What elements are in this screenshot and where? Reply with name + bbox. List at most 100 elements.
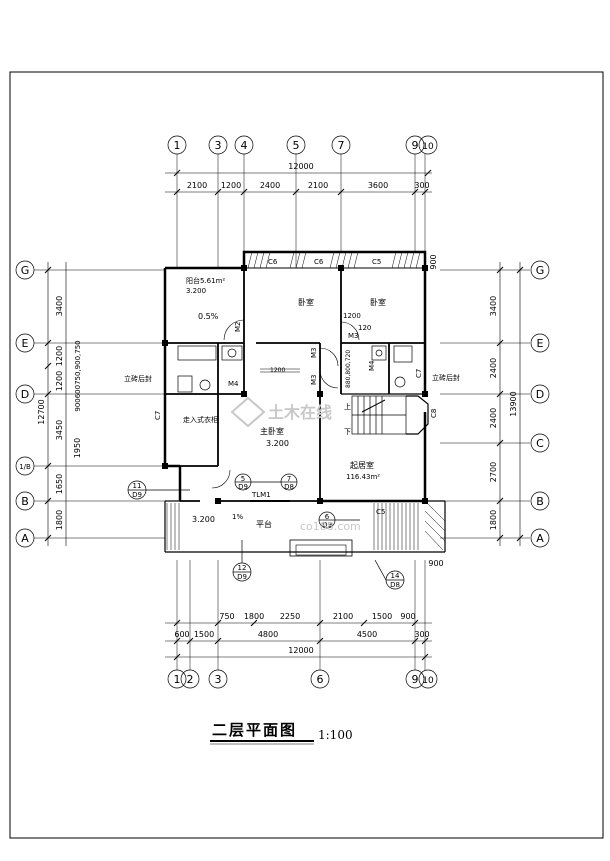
detail-14-num: 14 (391, 572, 400, 580)
dim-top-seg-1: 2100 (187, 181, 207, 190)
watermark-sub: co188.com (300, 520, 361, 533)
door-m3-c: M3 (348, 332, 359, 340)
bathroom-fixtures (177, 345, 413, 393)
room-bedroom-1: 卧室 (298, 297, 314, 307)
axis-bottom-6: 6 (317, 673, 324, 686)
detail-5-num: 5 (241, 475, 245, 483)
dim-left-2: 1200 (55, 346, 64, 366)
dim-bottom-inner-5: 1500 (372, 612, 392, 621)
dim-left-1: 3400 (55, 296, 64, 316)
room-balcony: 阳台5.61m² (186, 276, 225, 285)
room-terrace-slope: 1% (232, 513, 243, 521)
dim-left-5: 1950 (73, 438, 82, 458)
dim-left-total: 12700 (37, 399, 46, 424)
axis-top-4: 4 (241, 139, 248, 152)
axis-bubbles-bottom (167, 669, 438, 689)
axis-right-d: D (536, 388, 544, 401)
axis-left-b: B (21, 495, 29, 508)
dim-left-7: 1800 (55, 510, 64, 530)
axis-bottom-9: 9 (412, 673, 419, 686)
detail-12-sheet: D9 (237, 573, 247, 581)
dim-bottom-inner-2: 1800 (244, 612, 264, 621)
door-m2: M2 (234, 322, 242, 333)
stair-up-label: 上 (344, 402, 351, 411)
detail-callouts (127, 473, 405, 590)
dim-bottom-inner-3: 2250 (280, 612, 300, 621)
room-family-area: 116.43m² (346, 473, 380, 481)
axis-right-a: A (536, 532, 544, 545)
room-bedroom-2: 卧室 (370, 297, 386, 307)
window-c7-b: C7 (415, 369, 423, 378)
detail-6-num: 6 (325, 513, 330, 521)
axis-right-c: C (536, 437, 544, 450)
dim-bottom-mid-3: 4800 (258, 630, 278, 639)
window-c5-b: C5 (376, 508, 385, 516)
door-tlm1: TLM1 (251, 491, 271, 499)
watermark: 土木在线 co188.com (230, 396, 361, 533)
detail-7-sheet: D8 (284, 483, 294, 491)
dim-top-seg-3: 2400 (260, 181, 280, 190)
dim-bottom-inner-1: 750 (219, 612, 234, 621)
door-m4-a: M4 (228, 380, 239, 388)
room-terrace: 平台 (256, 519, 272, 529)
doors (211, 319, 360, 502)
dim-top-seg-5: 3600 (368, 181, 388, 190)
dim-bottom-inner-4: 2100 (333, 612, 353, 621)
note-brick-left: 立砖后封 (124, 374, 152, 383)
axis-bottom-3: 3 (215, 673, 222, 686)
axis-right-g: G (536, 264, 545, 277)
dimension-ticks (44, 169, 524, 661)
dim-1200-a: 1200 (343, 312, 361, 320)
axis-left-1b: 1/B (19, 463, 31, 471)
axis-top-10: 10 (422, 142, 434, 152)
dim-top-total: 12000 (288, 162, 313, 171)
room-family: 起居室 (350, 460, 374, 470)
axis-right-e: E (537, 337, 544, 350)
drawing-frame (9, 71, 604, 839)
dim-top-seg-6: 300 (414, 181, 429, 190)
dim-bottom-mid-2: 1500 (194, 630, 214, 639)
axis-top-1: 1 (174, 139, 181, 152)
axis-grid (34, 154, 530, 670)
axis-top-3: 3 (215, 139, 222, 152)
detail-6-sheet: D9 (322, 521, 332, 529)
axis-bottom-2: 2 (187, 673, 194, 686)
axis-bubbles-top (167, 135, 438, 155)
dim-top-seg-4: 2100 (308, 181, 328, 190)
window-c5-a: C5 (372, 258, 381, 266)
room-terrace-level: 3.200 (192, 515, 215, 524)
dim-right-total: 13900 (509, 391, 518, 416)
dimension-lines (47, 172, 521, 658)
dim-bottom-inner-6: 900 (400, 612, 415, 621)
dim-left-3: 1200 (55, 371, 64, 391)
room-master: 主卧室 (260, 426, 284, 436)
dim-left-inner: 900600750,900,750 (74, 340, 82, 411)
axis-bubbles-left (15, 260, 35, 548)
detail-14-sheet: D8 (390, 581, 400, 589)
axis-top-5: 5 (293, 139, 300, 152)
axis-left-a: A (21, 532, 29, 545)
dim-top-right: 900 (429, 254, 438, 269)
axis-bottom-1: 1 (174, 673, 181, 686)
detail-11-num: 11 (133, 482, 142, 490)
room-walkin: 走入式衣柜 (183, 415, 218, 424)
dim-120: 120 (358, 324, 371, 332)
room-balcony-level: 3.200 (186, 287, 206, 295)
window-c8: C8 (430, 409, 438, 418)
dim-880: 880,800,720 (345, 350, 352, 388)
detail-12-num: 12 (238, 564, 247, 572)
dim-left-6: 1650 (55, 474, 64, 494)
dim-bottom-mid-1: 600 (174, 630, 189, 639)
window-c6-b: C6 (314, 258, 324, 266)
watermark-text: 土木在线 (268, 403, 332, 422)
axis-left-g: G (21, 264, 30, 277)
axis-left-e: E (22, 337, 29, 350)
detail-5-sheet: D9 (238, 483, 248, 491)
axis-top-7: 7 (338, 139, 345, 152)
axis-top-9: 9 (412, 139, 419, 152)
axis-bubbles-right (530, 260, 550, 548)
drawing-scale: 1:100 (318, 728, 353, 742)
dim-top-seg-2: 1200 (221, 181, 241, 190)
axis-right-b: B (536, 495, 544, 508)
